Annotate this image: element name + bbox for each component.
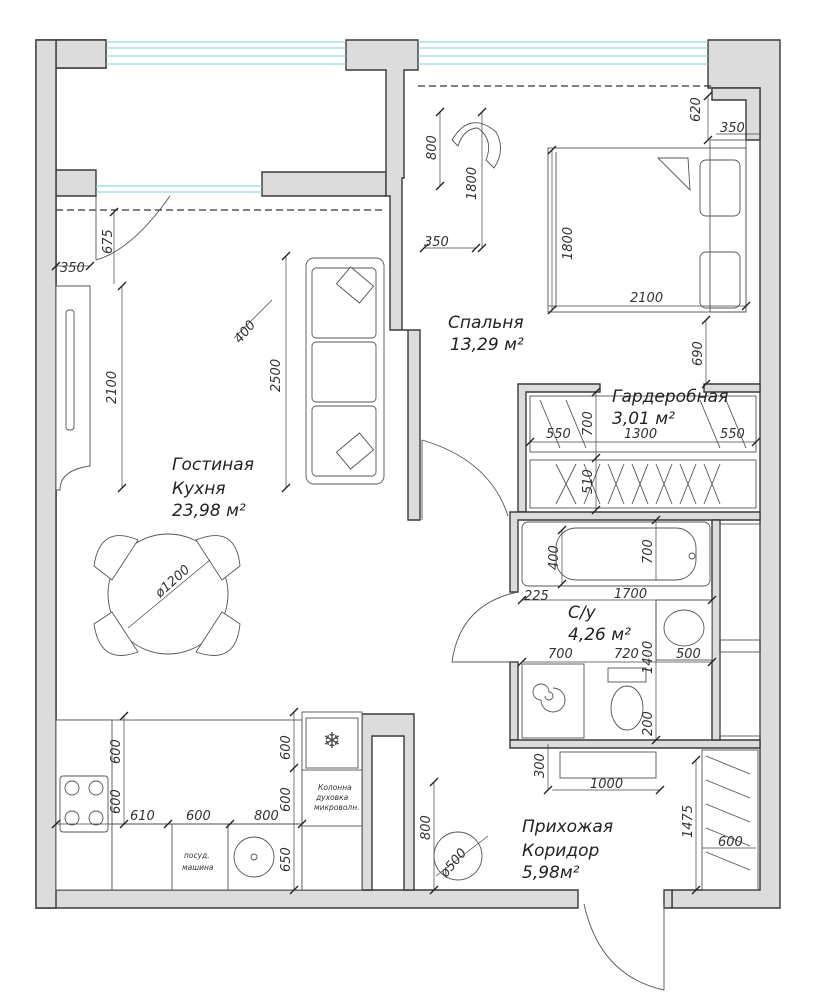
dim-550: 550: [546, 427, 571, 442]
wardrobe-racks: [529, 395, 757, 509]
column-label: Колонна: [318, 783, 352, 792]
bedroom-area: 13,29 м²: [450, 335, 524, 355]
dim-1700: 1700: [614, 587, 647, 602]
wardrobe-area: 3,01 м²: [612, 409, 675, 429]
room-labels: Спальня 13,29 м² Гардеробная 3,01 м² Гос…: [172, 313, 728, 883]
sofa: [305, 257, 385, 485]
svg-text:❄: ❄: [323, 729, 341, 754]
dim-1475: 1475: [681, 805, 696, 838]
kitchen-name: Кухня: [172, 479, 226, 499]
bed: [547, 147, 747, 313]
dim-400: 400: [547, 545, 562, 570]
wardrobe-name: Гардеробная: [612, 387, 728, 407]
dim-350: 350: [60, 261, 85, 276]
appliance-labels: Колонна духовка микроволн. посуд. машина: [182, 783, 360, 872]
dim-620: 620: [689, 97, 704, 122]
dim-2500: 2500: [269, 359, 284, 392]
walls: [35, 39, 781, 909]
dim-600: 600: [109, 789, 124, 814]
dim-700: 700: [548, 647, 573, 662]
dim-610: 610: [130, 809, 155, 824]
dim-550: 550: [720, 427, 745, 442]
dim-510: 510: [581, 469, 596, 494]
dim-700: 700: [641, 539, 656, 564]
dim-800: 800: [254, 809, 279, 824]
bathroom-area: 4,26 м²: [568, 625, 631, 645]
dim-600: 600: [186, 809, 211, 824]
dim-690: 690: [691, 341, 706, 366]
dim-1300: 1300: [624, 427, 657, 442]
dining-set: [93, 533, 241, 656]
dim-500: 500: [676, 647, 701, 662]
dim-500: ø500: [437, 846, 470, 882]
dim-1400: 1400: [641, 641, 656, 674]
dim-600: 600: [109, 739, 124, 764]
corridor-name: Коридор: [522, 841, 599, 861]
dim-650: 650: [279, 847, 294, 872]
dim-300: 300: [533, 753, 548, 778]
dim-1000: 1000: [590, 777, 623, 792]
hallway-name: Прихожая: [522, 817, 613, 837]
dim-1800: 1800: [465, 167, 480, 200]
bedroom-chair: [451, 122, 747, 313]
dim-675: 675: [101, 229, 116, 254]
tv-unit: [55, 285, 91, 491]
dim-700: 700: [581, 411, 596, 436]
dim-600: 600: [718, 835, 743, 850]
bathroom-name: С/у: [568, 603, 597, 623]
dim-400: 400: [232, 318, 259, 347]
dim-225: 225: [524, 589, 549, 604]
living-area: 23,98 м²: [172, 501, 246, 521]
dim-1800: 1800: [561, 227, 576, 260]
dim-600: 600: [279, 735, 294, 760]
dim-720: 720: [614, 647, 639, 662]
kitchen: ❄: [55, 711, 363, 891]
dim-350: 350: [424, 235, 449, 250]
hallway-area: 5,98м²: [522, 863, 580, 883]
column-label: микроволн.: [314, 803, 360, 812]
dim-2100: 2100: [105, 371, 120, 404]
living-name: Гостиная: [172, 455, 254, 475]
dimension-ticks: [51, 91, 761, 895]
dishwasher-label: машина: [182, 863, 214, 872]
bathroom-fixtures: [521, 521, 761, 739]
dim-350: 350: [720, 121, 745, 136]
dim-800: 800: [419, 815, 434, 840]
dim-2100: 2100: [630, 291, 663, 306]
bedroom-name: Спальня: [448, 313, 524, 333]
dim-200: 200: [641, 711, 656, 736]
windows: [56, 41, 712, 211]
dim-600: 600: [279, 787, 294, 812]
dimension-lines: [56, 96, 760, 890]
dishwasher-label: посуд.: [184, 851, 210, 860]
column-label: духовка: [315, 793, 349, 802]
dim-800: 800: [425, 135, 440, 160]
hallway-closet: [559, 749, 759, 891]
